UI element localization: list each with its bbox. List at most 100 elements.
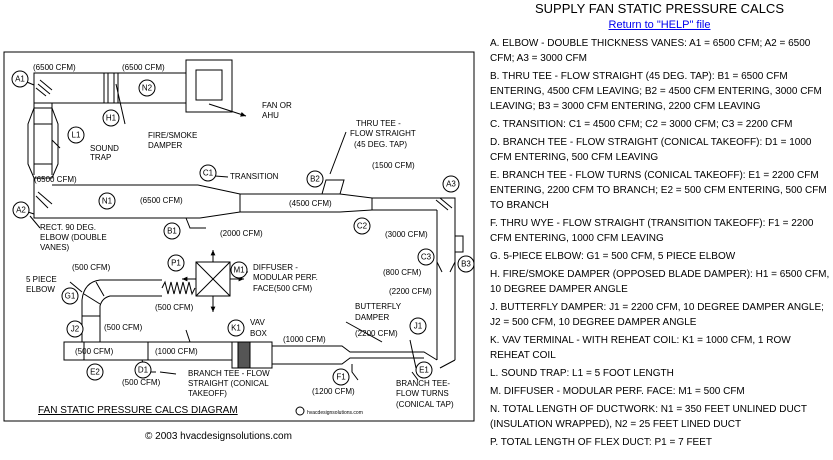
duct-n2	[33, 72, 187, 104]
diffuser-label-3: FACE(500 CFM)	[253, 284, 312, 293]
cfm-p1: (500 CFM)	[155, 303, 194, 312]
help-link[interactable]: Return to "HELP" file	[608, 19, 711, 31]
tag-c2	[353, 217, 371, 235]
tag-d1-label: D1	[138, 366, 149, 375]
tag-n1	[98, 192, 116, 210]
cfm-j2: (500 CFM)	[104, 323, 143, 332]
tag-g1-label: G1	[65, 292, 76, 301]
cfm-c2: (4500 CFM)	[289, 199, 332, 208]
tag-f1-label: F1	[336, 373, 346, 382]
branch-turns-label-1: BRANCH TEE-	[396, 379, 450, 388]
thru-tee-label-2: FLOW STRAIGHT	[350, 129, 416, 138]
five-elbow-label-1: 5 PIECE	[26, 275, 57, 284]
vav-label-1: VAV	[250, 318, 265, 327]
tag-l1	[67, 126, 85, 144]
tag-h1-label: H1	[106, 114, 117, 123]
list-item: D. BRANCH TEE - FLOW STRAIGHT (CONICAL T…	[490, 137, 812, 164]
tag-b1-label: B1	[167, 227, 177, 236]
tag-k1	[227, 319, 245, 337]
branch-straight-label-3: TAKEOFF)	[188, 389, 227, 398]
butterfly-label-2: DAMPER	[355, 313, 389, 322]
tag-b1	[163, 222, 181, 240]
tag-k1-label: K1	[231, 324, 241, 333]
tag-c3-label: C3	[421, 253, 432, 262]
tag-b3	[457, 255, 475, 273]
tag-c2-label: C2	[357, 222, 368, 231]
cfm-a3: (3000 CFM)	[385, 230, 428, 239]
damper-label-1: FIRE/SMOKE	[148, 131, 197, 140]
list-item: J. BUTTERFLY DAMPER: J1 = 2200 CFM, 10 D…	[490, 302, 824, 329]
tag-b3-label: B3	[461, 260, 471, 269]
cfm-b1: (2000 CFM)	[220, 229, 263, 238]
cfm-b2: (1500 CFM)	[372, 161, 415, 170]
list-item: C. TRANSITION: C1 = 4500 CFM; C2 = 3000 …	[490, 119, 793, 131]
list-item: G. 5-PIECE ELBOW: G1 = 500 CFM, 5 PIECE …	[490, 251, 736, 263]
duct-n1	[33, 178, 200, 219]
five-elbow-label-2: ELBOW	[26, 285, 55, 294]
rect-elbow-label-2: ELBOW (DOUBLE	[40, 233, 107, 242]
list-item: A. ELBOW - DOUBLE THICKNESS VANES: A1 = …	[490, 38, 811, 65]
tag-j2-label: J2	[71, 325, 80, 334]
branch-straight-label-2: STRAIGHT (CONICAL	[188, 379, 269, 388]
five-piece-elbow	[81, 279, 162, 342]
tag-e1	[415, 361, 433, 379]
tag-c1	[199, 164, 217, 182]
list-item: F. THRU WYE - FLOW STRAIGHT (TRANSITION …	[490, 218, 814, 245]
branch-straight-label-1: BRANCH TEE - FLOW	[188, 369, 270, 378]
logo-text: hvacdesignsolutions.com	[307, 410, 363, 416]
flex-duct	[161, 280, 196, 296]
branch-turns-label-2: FLOW TURNS	[396, 389, 449, 398]
panel-title: SUPPLY FAN STATIC PRESSURE CALCS	[535, 1, 784, 16]
diffuser-label-2: MODULAR PERF.	[253, 273, 318, 282]
tag-a1-label: A1	[15, 75, 25, 84]
tag-b2-label: B2	[310, 175, 320, 184]
tag-h1	[102, 109, 120, 127]
tag-g1	[61, 287, 79, 305]
cfm-n1: (6500 CFM)	[140, 196, 183, 205]
branch-turns-label-3: (CONICAL TAP)	[396, 400, 454, 409]
tag-e2	[86, 363, 104, 381]
thru-tee-label-3: (45 DEG. TAP)	[354, 140, 407, 149]
tag-n1-label: N1	[102, 197, 113, 206]
fan-label-2: AHU	[262, 111, 279, 120]
tag-e2-label: E2	[90, 368, 100, 377]
list-item: L. SOUND TRAP: L1 = 5 FOOT LENGTH	[490, 368, 674, 379]
sound-trap-label-2: TRAP	[90, 153, 111, 162]
tag-b2	[306, 170, 324, 188]
list-item: M. DIFFUSER - MODULAR PERF. FACE: M1 = 5…	[490, 385, 745, 397]
cfm-j1: (2200 CFM)	[355, 329, 398, 338]
tag-e1-label: E1	[419, 366, 429, 375]
tag-a2	[12, 201, 30, 219]
rect-elbow-label-1: RECT. 90 DEG.	[40, 223, 96, 232]
butterfly-label-1: BUTTERFLY	[355, 302, 402, 311]
tag-m1-label: M1	[233, 266, 245, 275]
tag-a3	[442, 175, 460, 193]
diagram-title: FAN STATIC PRESSURE CALCS DIAGRAM	[38, 405, 238, 416]
copyright: © 2003 hvacdesignsolutions.com	[145, 431, 292, 442]
rect-elbow-label-3: VANES)	[40, 243, 70, 252]
tag-a3-label: A3	[446, 180, 456, 189]
list-item: P. TOTAL LENGTH OF FLEX DUCT: P1 = 7 FEE…	[490, 436, 713, 448]
tag-j1-label: J1	[414, 322, 423, 331]
tag-n2	[138, 79, 156, 97]
cfm-riser: (2200 CFM)	[389, 287, 432, 296]
cfm-c3: (800 CFM)	[383, 268, 422, 277]
cfm-f1: (1200 CFM)	[312, 387, 355, 396]
list-item: N. TOTAL LENGTH OF DUCTWORK: N1 = 350 FE…	[490, 403, 807, 430]
tag-m1	[230, 261, 248, 279]
fire-smoke-damper	[103, 72, 119, 104]
tag-a1	[11, 70, 29, 88]
tag-c3	[417, 248, 435, 266]
sound-trap-label-1: SOUND	[90, 144, 119, 153]
list-item: B. THRU TEE - FLOW STRAIGHT (45 DEG. TAP…	[490, 71, 822, 113]
transition-label: TRANSITION	[230, 172, 279, 181]
tag-l1-label: L1	[72, 131, 81, 140]
thru-tee-label-1: THRU TEE -	[356, 119, 401, 128]
sound-trap	[27, 107, 59, 179]
duct-system-diagram: A1 N2 H1 L1 A2 N1 C1 B2 A3 B1 C2 C3 B3 P…	[3, 51, 475, 422]
tag-f1	[332, 368, 350, 386]
tag-d1	[134, 361, 152, 379]
cfm-a2-top: (6500 CFM)	[34, 175, 77, 184]
cfm-e2: (500 CFM)	[75, 347, 114, 356]
cfm-d1: (500 CFM)	[122, 378, 161, 387]
